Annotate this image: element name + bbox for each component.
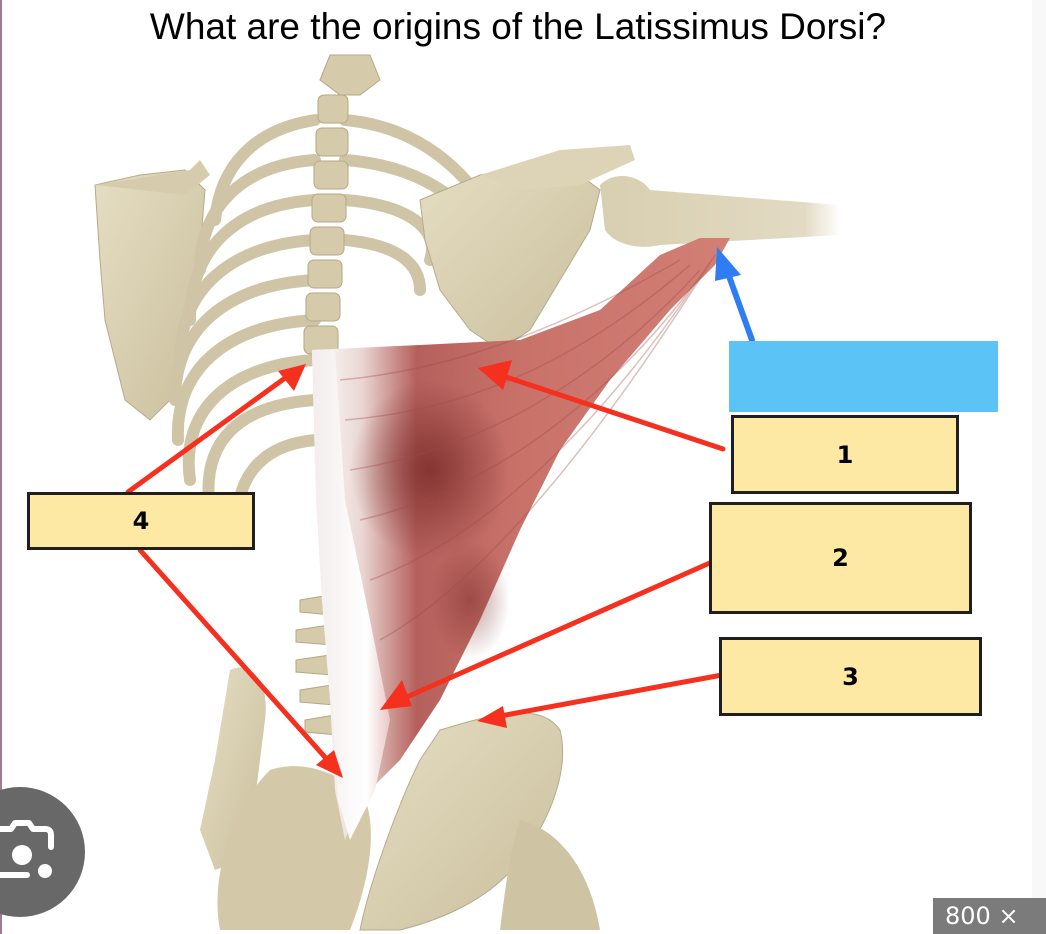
label-box-1[interactable]: 1: [731, 415, 959, 494]
label-box-number: 4: [132, 507, 150, 535]
google-lens-camera-icon: [0, 820, 54, 878]
label-box-number: 3: [842, 662, 859, 691]
label-box-number: 2: [832, 544, 849, 572]
google-lens-button[interactable]: [0, 787, 85, 917]
label-box-number: 1: [836, 440, 854, 469]
left-window-edge: [0, 0, 2, 934]
right-gutter: [1032, 0, 1046, 934]
question-title: What are the origins of the Latissimus D…: [149, 6, 887, 47]
label-box-4[interactable]: 4: [27, 492, 255, 550]
image-size-badge: 800 ×: [933, 898, 1046, 934]
insertion-answer-box[interactable]: [729, 341, 998, 412]
label-box-2[interactable]: 2: [709, 502, 972, 614]
label-box-3[interactable]: 3: [719, 637, 982, 716]
